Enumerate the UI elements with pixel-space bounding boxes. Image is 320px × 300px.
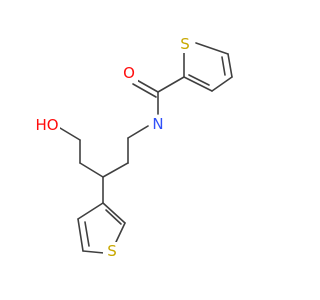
bond-top-ring-c3-c2-inner	[188, 74, 210, 86]
bond-n-ch2	[127, 125, 149, 139]
atom-label-s-thiophene-bottom: S	[107, 242, 117, 260]
atom-s-thiophene-bottom: S	[103, 242, 121, 260]
atom-label-o-hydroxyl: HO	[35, 116, 58, 134]
atom-label-s-thiophene-top: S	[180, 35, 190, 53]
bond-bottom-ring-c4-c3	[77, 202, 104, 220]
atom-n-amide: N	[149, 115, 167, 133]
bonds	[59, 42, 233, 254]
bond-carbonyl-to-thiophene	[157, 76, 185, 93]
bond-top-ring-c5-c4	[227, 53, 233, 78]
atom-label-n-amide: N	[152, 115, 163, 133]
bond-top-ring-s-c5	[195, 42, 229, 55]
bond-bottom-ring-c3-c2-inner	[105, 209, 122, 225]
bond-bottom-ring-c3-c2	[102, 202, 126, 224]
atom-s-thiophene-top: S	[176, 35, 194, 53]
bond-bottom-ring-c5-c4-inner	[84, 221, 90, 247]
atom-labels: O S N HO S	[34, 35, 194, 260]
bond-bottom-ring-c5-c4	[77, 218, 84, 252]
bond-top-ring-c5-c4-inner	[221, 56, 226, 76]
bond-ch2-ch	[102, 162, 129, 178]
bond-bottom-ring-s-c5	[82, 250, 105, 254]
bond-top-ring-c4-c3	[211, 76, 233, 92]
molecule-structure: O S N HO S	[34, 35, 233, 260]
bond-ch2-oh	[59, 127, 81, 141]
bond-carbonyl-double-a	[134, 78, 159, 93]
atom-o-carbonyl: O	[120, 64, 138, 82]
atom-o-hydroxyl: HO	[34, 116, 60, 134]
bond-carbonyl-double-b	[132, 83, 157, 98]
bond-bottom-ring-c2-s	[115, 222, 126, 243]
atom-label-o-carbonyl: O	[123, 64, 135, 82]
bond-ch-ch2-left	[79, 162, 104, 178]
bond-top-ring-c3-c2	[183, 76, 213, 92]
